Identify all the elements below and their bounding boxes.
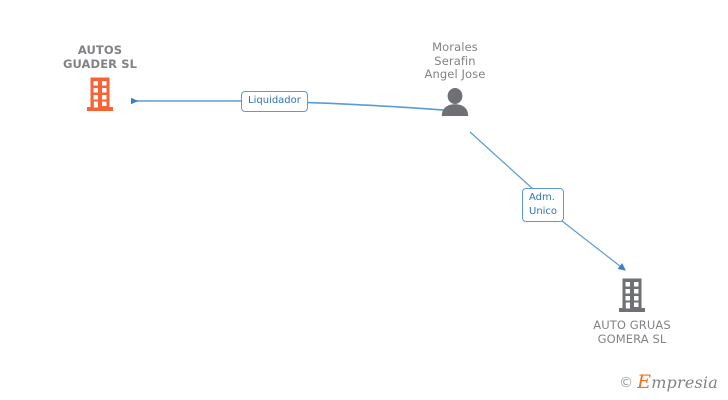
building-icon: [87, 77, 113, 112]
node-autos-guader[interactable]: AUTOS GUADER SL: [40, 43, 160, 112]
node-label-auto-gruas-gomera: AUTO GRUAS GOMERA SL: [593, 318, 671, 346]
edge-arrow-adm-unico: [561, 220, 626, 271]
watermark-brand: Empresia: [637, 373, 718, 392]
edge-label-liquidador[interactable]: Liquidador: [241, 91, 308, 112]
watermark-brand-rest: mpresia: [651, 373, 718, 392]
node-auto-gruas-gomera[interactable]: AUTO GRUAS GOMERA SL: [572, 278, 692, 346]
node-label-morales-serafin: Morales Serafin Angel Jose: [424, 40, 486, 82]
node-morales-serafin[interactable]: Morales Serafin Angel Jose: [395, 40, 515, 116]
person-icon: [441, 87, 469, 116]
copyright-icon: ©: [619, 374, 634, 391]
watermark-brand-initial: E: [637, 371, 652, 393]
edge-path-adm-unico-upper: [469, 131, 534, 190]
edge-label-adm-unico[interactable]: Adm. Unico: [522, 188, 564, 222]
watermark-empresia: © Empresia: [619, 373, 718, 392]
building-icon: [619, 278, 645, 312]
node-label-autos-guader: AUTOS GUADER SL: [62, 43, 138, 71]
